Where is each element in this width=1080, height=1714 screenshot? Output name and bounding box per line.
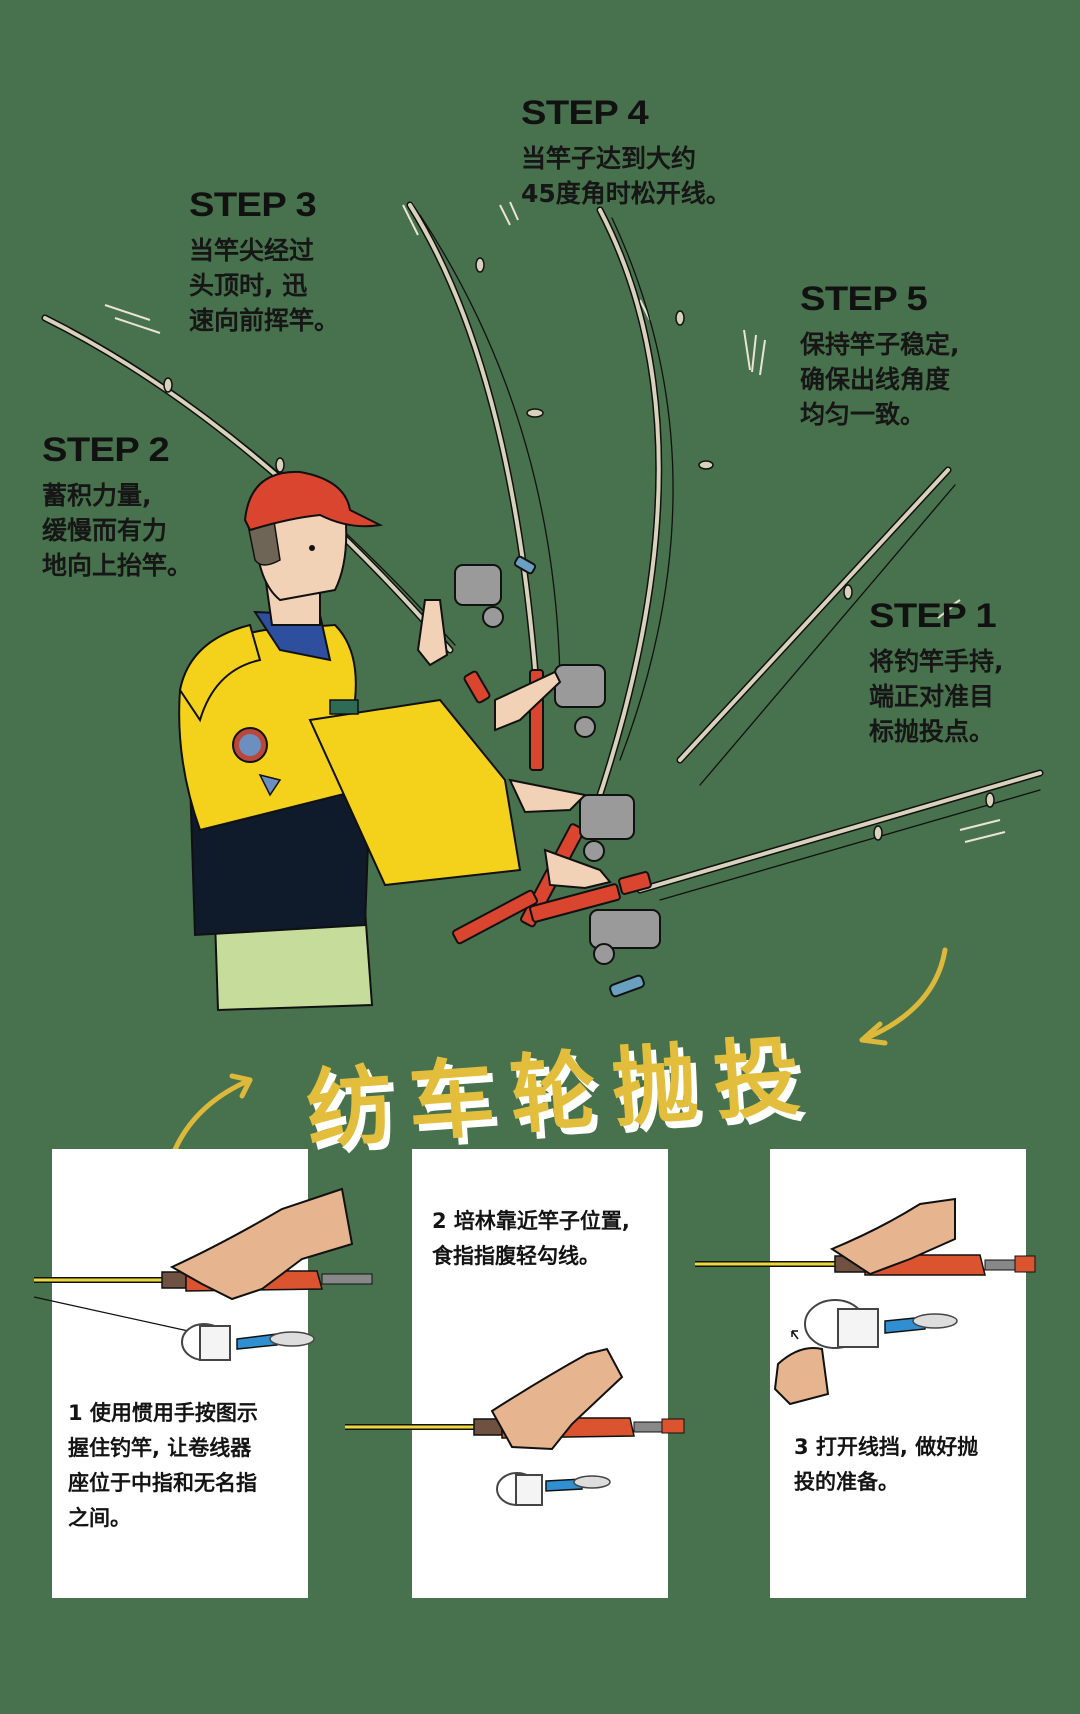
instruction-card-2: 2 培林靠近竿子位置, 食指指腹轻勾线。 bbox=[345, 1149, 685, 1598]
step-5: STEP 5 保持竿子稳定, 确保出线角度 均匀一致。 bbox=[800, 279, 960, 432]
hand-grip-rod-icon bbox=[33, 1187, 373, 1361]
reel-3 bbox=[579, 794, 635, 862]
step-1-line: 将钓竿手持, bbox=[869, 647, 1004, 676]
step-3: STEP 3 当竿尖经过 头顶时, 迅 速向前挥竿。 bbox=[189, 185, 339, 338]
card-3-text: 3 打开线挡, 做好抛 投的准备。 bbox=[794, 1430, 1026, 1500]
step-2-line: 蓄积力量, bbox=[42, 481, 152, 510]
reel-4 bbox=[589, 909, 661, 998]
step-5-body: 保持竿子稳定, 确保出线角度 均匀一致。 bbox=[800, 327, 960, 432]
reel-2 bbox=[554, 664, 606, 738]
step-4: STEP 4 当竿子达到大约 45度角时松开线。 bbox=[521, 93, 731, 211]
card-1-line: 握住钓竿, 让卷线器 bbox=[68, 1436, 252, 1460]
step-1: STEP 1 将钓竿手持, 端正对准目 标抛投点。 bbox=[869, 596, 1004, 749]
card-1-line: 之间。 bbox=[68, 1506, 131, 1530]
step-1-line: 标抛投点。 bbox=[869, 717, 995, 746]
step-3-line: 当竿尖经过 bbox=[189, 236, 315, 265]
step-4-title: STEP 4 bbox=[521, 94, 649, 132]
step-3-body: 当竿尖经过 头顶时, 迅 速向前挥竿。 bbox=[189, 233, 339, 338]
step-3-line: 速向前挥竿。 bbox=[189, 306, 340, 335]
step-3-title: STEP 3 bbox=[189, 186, 317, 224]
step-2-line: 地向上抬竿。 bbox=[42, 551, 193, 580]
step-4-line: 45度角时松开线。 bbox=[521, 179, 731, 208]
step-3-line: 头顶时, 迅 bbox=[189, 271, 308, 300]
open-bail-icon bbox=[695, 1197, 1036, 1406]
card-1-line: 座位于中指和无名指 bbox=[68, 1471, 257, 1495]
curved-arrow-right bbox=[859, 947, 948, 1043]
step-2-body: 蓄积力量, 缓慢而有力 地向上抬竿。 bbox=[42, 478, 192, 583]
instruction-card-1: 1 使用惯用手按图示 握住钓竿, 让卷线器 座位于中指和无名指 之间。 bbox=[33, 1149, 373, 1598]
step-2-line: 缓慢而有力 bbox=[42, 516, 168, 545]
fisherman-icon bbox=[178, 470, 612, 1012]
step-1-body: 将钓竿手持, 端正对准目 标抛投点。 bbox=[869, 644, 1004, 749]
step-1-title: STEP 1 bbox=[869, 597, 997, 635]
step-4-line: 当竿子达到大约 bbox=[521, 144, 697, 173]
card-1-line: 1 使用惯用手按图示 bbox=[68, 1401, 258, 1425]
motion-lines-icon bbox=[104, 201, 1006, 843]
step-1-line: 端正对准目 bbox=[869, 682, 995, 711]
card-1-text: 1 使用惯用手按图示 握住钓竿, 让卷线器 座位于中指和无名指 之间。 bbox=[68, 1396, 308, 1536]
step-2-title: STEP 2 bbox=[42, 431, 170, 469]
instruction-card-3: 3 打开线挡, 做好抛 投的准备。 bbox=[695, 1149, 1036, 1598]
step-5-title: STEP 5 bbox=[800, 280, 928, 318]
reel-1 bbox=[454, 555, 537, 628]
card-3-line: 3 打开线挡, 做好抛 bbox=[794, 1435, 979, 1459]
step-5-line: 保持竿子稳定, bbox=[800, 330, 960, 359]
step-4-body: 当竿子达到大约 45度角时松开线。 bbox=[521, 141, 731, 211]
finger-hook-line-icon bbox=[345, 1347, 685, 1506]
card-2-line: 食指指腹轻勾线。 bbox=[432, 1244, 600, 1268]
step-2: STEP 2 蓄积力量, 缓慢而有力 地向上抬竿。 bbox=[42, 430, 192, 583]
card-2-line: 2 培林靠近竿子位置, bbox=[432, 1209, 630, 1233]
card-3-line: 投的准备。 bbox=[794, 1470, 899, 1494]
step-5-line: 确保出线角度 bbox=[800, 365, 951, 394]
step-5-line: 均匀一致。 bbox=[800, 400, 926, 429]
card-2-text: 2 培林靠近竿子位置, 食指指腹轻勾线。 bbox=[432, 1204, 668, 1274]
